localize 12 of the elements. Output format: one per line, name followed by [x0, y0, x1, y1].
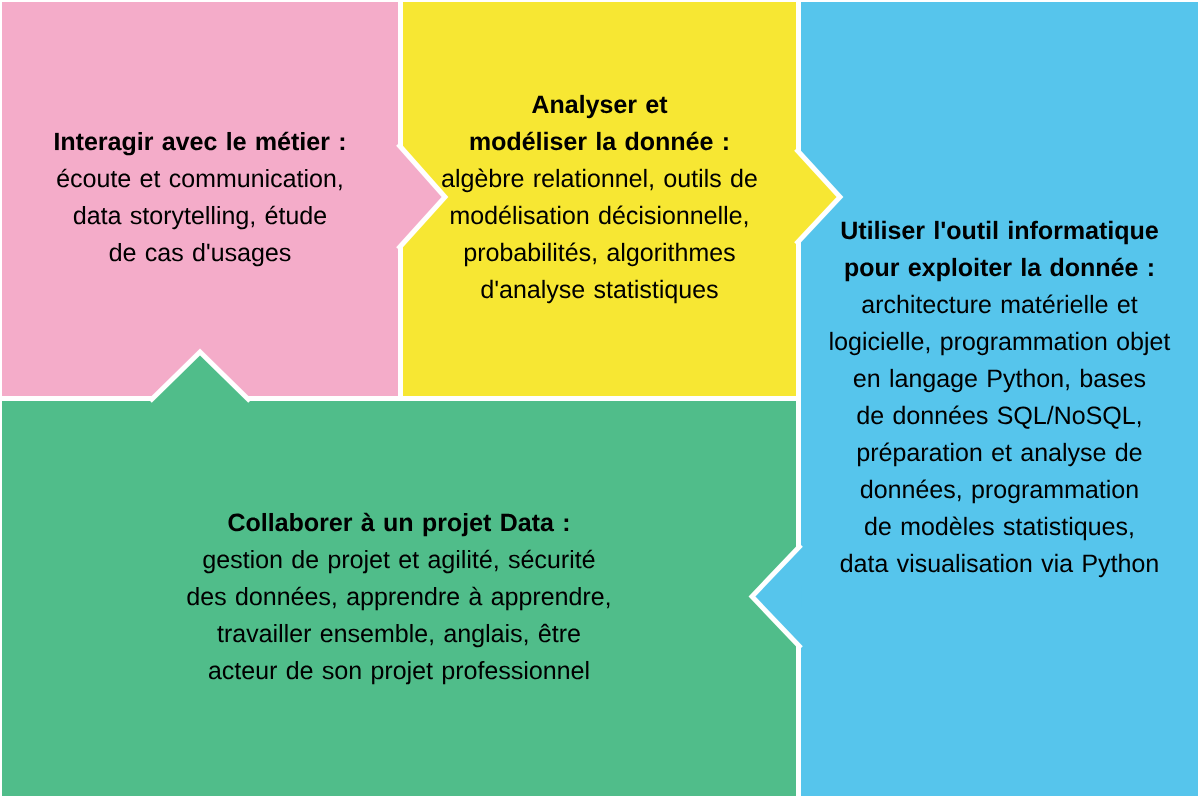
body-text: architecture matérielle et logicielle, programmation objet en langage Python, bases de données SQL/NoSQL, préparation et analyse de données, programmation de modèles statistiques, data visualisation via Python — [830, 294, 1171, 578]
heading-text: Analyser et modéliser la donnée : — [470, 94, 728, 151]
body-text: écoute et communication, data storytelling, étude de cas d'usages — [57, 168, 342, 267]
heading-text: Utiliser l'outil informatique pour exploiter la donnée : — [841, 220, 1158, 282]
heading-text: Interagir avec le métier : — [55, 131, 345, 156]
puzzle-piece — [403, 2, 796, 396]
body-text: gestion de projet et agilité, sécurité des données, apprendre à apprendre, travailler ensemble, anglais, être acteur de son projet professionnel — [187, 549, 610, 685]
puzzle-piece — [801, 2, 1198, 796]
body-text: algèbre relationnel, outils de modélisation décisionnelle, probabilités, algorithmes d'analyse statistiques — [442, 168, 757, 304]
puzzle-piece — [2, 2, 398, 396]
puzzle-piece — [2, 401, 796, 796]
heading-text: Collaborer à un projet Data : — [228, 512, 569, 537]
